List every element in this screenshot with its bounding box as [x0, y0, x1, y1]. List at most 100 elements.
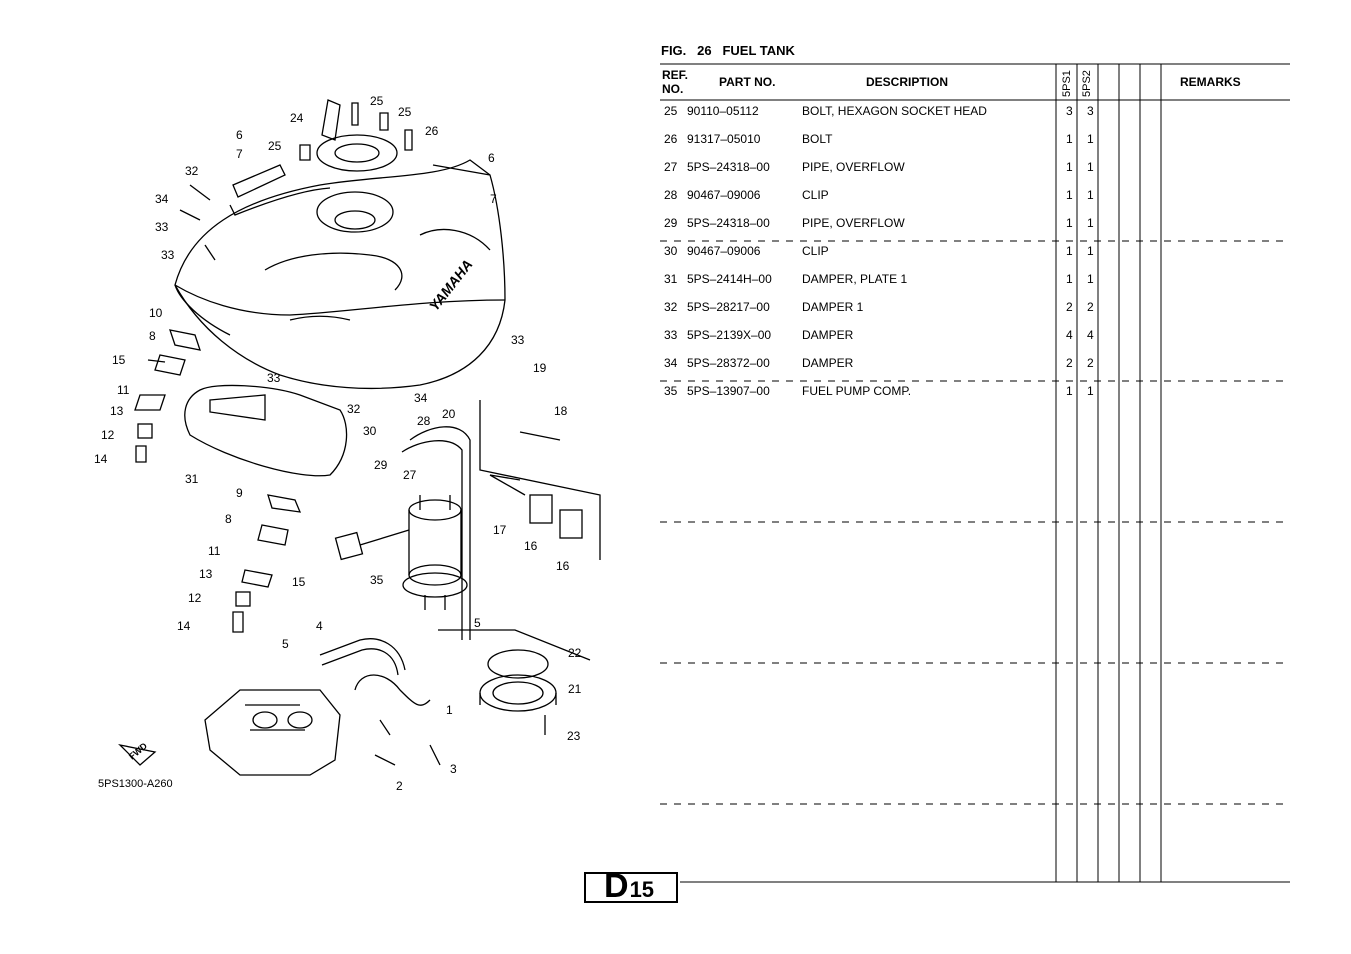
- row-description: PIPE, OVERFLOW: [802, 216, 905, 230]
- callout: 20: [442, 407, 456, 421]
- row-description: BOLT, HEXAGON SOCKET HEAD: [802, 104, 987, 118]
- row-qty-5ps1: 1: [1066, 216, 1073, 230]
- callout: 28: [417, 414, 431, 428]
- row-qty-5ps1: 2: [1066, 356, 1073, 370]
- row-ref: 33: [664, 328, 678, 342]
- diagram-linework: [118, 99, 601, 776]
- row-qty-5ps2: 1: [1087, 272, 1094, 286]
- callout: 14: [94, 452, 108, 466]
- row-qty-5ps1: 4: [1066, 328, 1073, 342]
- callout: 33: [161, 248, 175, 262]
- callout: 18: [554, 404, 568, 418]
- callout: 30: [363, 424, 377, 438]
- row-ref: 25: [664, 104, 678, 118]
- callout: 5: [282, 637, 289, 651]
- row-qty-5ps2: 1: [1087, 216, 1094, 230]
- row-ref: 28: [664, 188, 678, 202]
- callout: 15: [112, 353, 126, 367]
- row-qty-5ps1: 2: [1066, 300, 1073, 314]
- callout: 2: [396, 779, 403, 793]
- callout: 24: [290, 111, 304, 125]
- row-qty-5ps2: 1: [1087, 384, 1094, 398]
- row-qty-5ps2: 1: [1087, 160, 1094, 174]
- figure-number: 26: [697, 43, 712, 58]
- row-ref: 35: [664, 384, 678, 398]
- row-qty-5ps1: 1: [1066, 272, 1073, 286]
- row-ref: 26: [664, 132, 678, 146]
- row-description: PIPE, OVERFLOW: [802, 160, 905, 174]
- callout: 19: [533, 361, 547, 375]
- row-ref: 30: [664, 244, 678, 258]
- callout: 5: [474, 616, 481, 630]
- row-part-no: 90467–09006: [687, 188, 761, 202]
- callout: 15: [292, 575, 306, 589]
- row-ref: 27: [664, 160, 678, 174]
- row-ref: 29: [664, 216, 678, 230]
- row-part-no: 5PS–2139X–00: [687, 328, 772, 342]
- row-ref: 34: [664, 356, 678, 370]
- callout: 33: [267, 371, 281, 385]
- row-part-no: 90110–05112: [687, 104, 759, 118]
- header-description: DESCRIPTION: [866, 75, 949, 89]
- row-description: BOLT: [802, 132, 833, 146]
- callout: 34: [414, 391, 428, 405]
- figure-prefix: FIG.: [661, 43, 687, 58]
- callout: 13: [199, 567, 213, 581]
- row-ref: 31: [664, 272, 678, 286]
- row-qty-5ps1: 3: [1066, 104, 1073, 118]
- callout: 1: [446, 703, 453, 717]
- callout: 11: [208, 544, 221, 558]
- row-description: DAMPER 1: [802, 300, 864, 314]
- callout-labels: 25 25 24 26 25 6 7 6 7 32 34 33 33 10 8 …: [94, 94, 582, 793]
- row-part-no: 5PS–28372–00: [687, 356, 770, 370]
- forward-arrow-label: FWD: [127, 740, 150, 761]
- callout: 33: [511, 333, 525, 347]
- header-part-no: PART NO.: [719, 75, 776, 89]
- callout: 10: [149, 306, 163, 320]
- callout: 27: [403, 468, 417, 482]
- callout: 35: [370, 573, 384, 587]
- callout: 25: [268, 139, 282, 153]
- callout: 32: [185, 164, 199, 178]
- row-description: DAMPER: [802, 328, 854, 342]
- callout: 23: [567, 729, 581, 743]
- callout: 12: [188, 591, 202, 605]
- row-qty-5ps2: 4: [1087, 328, 1094, 342]
- row-qty-5ps1: 1: [1066, 384, 1073, 398]
- row-description: DAMPER: [802, 356, 854, 370]
- row-ref: 32: [664, 300, 678, 314]
- row-description: DAMPER, PLATE 1: [802, 272, 908, 286]
- callout: 29: [374, 458, 388, 472]
- header-ref-line1: REF.: [662, 68, 689, 82]
- page-section-letter: D: [604, 867, 629, 905]
- row-qty-5ps2: 3: [1087, 104, 1094, 118]
- callout: 11: [117, 383, 130, 397]
- header-model-5ps1: 5PS1: [1061, 70, 1073, 97]
- row-part-no: 91317–05010: [687, 132, 761, 146]
- row-part-no: 90467–09006: [687, 244, 761, 258]
- callout: 7: [236, 147, 243, 161]
- row-qty-5ps1: 1: [1066, 188, 1073, 202]
- header-model-5ps2: 5PS2: [1081, 70, 1093, 97]
- callout: 34: [155, 192, 169, 206]
- callout: 6: [236, 128, 243, 142]
- row-part-no: 5PS–28217–00: [687, 300, 770, 314]
- figure-name: FUEL TANK: [722, 43, 795, 58]
- callout: 13: [110, 404, 124, 418]
- callout: 22: [568, 646, 582, 660]
- callout: 31: [185, 472, 199, 486]
- callout: 32: [347, 402, 361, 416]
- callout: 8: [149, 329, 156, 343]
- callout: 25: [398, 105, 412, 119]
- diagram-code: 5PS1300-A260: [98, 778, 173, 790]
- row-description: CLIP: [802, 244, 829, 258]
- brand-logo-text: YAMAHA: [426, 256, 476, 313]
- row-qty-5ps2: 1: [1087, 188, 1094, 202]
- callout: 33: [155, 220, 169, 234]
- header-ref-no: REF.NO.: [662, 68, 688, 96]
- callout: 4: [316, 619, 323, 633]
- callout: 17: [493, 523, 507, 537]
- callout: 14: [177, 619, 191, 633]
- row-qty-5ps2: 1: [1087, 132, 1094, 146]
